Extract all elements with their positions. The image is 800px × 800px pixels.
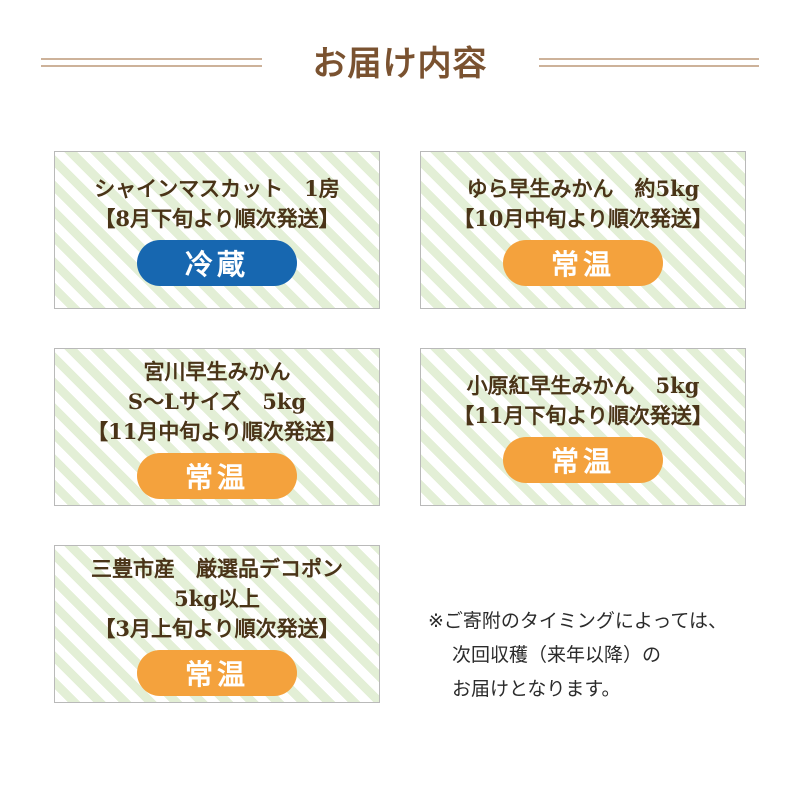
product-card-shine-muscat: シャインマスカット 1房 【8月下旬より順次発送】 冷蔵 xyxy=(54,151,380,309)
product-card-obara-beni-wase-mikan: 小原紅早生みかん 5kg 【11月下旬より順次発送】 常温 xyxy=(420,348,746,506)
shipping-schedule: 【11月下旬より順次発送】 xyxy=(453,403,713,428)
shipping-schedule: 【11月中旬より順次発送】 xyxy=(87,419,347,444)
title-divider-left xyxy=(41,58,262,67)
product-name: 三豊市産 厳選品デコポン xyxy=(91,556,343,581)
product-card-miyagawa-wase-mikan: 宮川早生みかん S～Lサイズ 5kg 【11月中旬より順次発送】 常温 xyxy=(54,348,380,506)
product-name: シャインマスカット 1房 xyxy=(94,176,340,201)
product-size: S～Lサイズ 5kg xyxy=(127,389,307,414)
storage-badge-refrigerated: 冷蔵 xyxy=(137,240,297,286)
storage-badge-room-temp: 常温 xyxy=(137,650,297,696)
shipping-schedule: 【3月上旬より順次発送】 xyxy=(94,616,340,641)
shipping-schedule: 【10月中旬より順次発送】 xyxy=(453,206,713,231)
product-name: ゆら早生みかん 約5kg xyxy=(466,176,700,201)
note-line: ※ご寄附のタイミングによっては、 xyxy=(428,610,728,632)
storage-badge-room-temp: 常温 xyxy=(503,437,663,483)
product-weight: 5kg以上 xyxy=(174,586,260,611)
storage-badge-room-temp: 常温 xyxy=(503,240,663,286)
shipping-schedule: 【8月下旬より順次発送】 xyxy=(94,206,340,231)
product-card-yura-wase-mikan: ゆら早生みかん 約5kg 【10月中旬より順次発送】 常温 xyxy=(420,151,746,309)
product-name: 宮川早生みかん xyxy=(143,359,291,384)
product-card-dekopon: 三豊市産 厳選品デコポン 5kg以上 【3月上旬より順次発送】 常温 xyxy=(54,545,380,703)
note-line: 次回収穫（来年以降）の xyxy=(452,644,662,666)
page-title: お届け内容 xyxy=(312,44,488,84)
delivery-note: ※ご寄附のタイミングによっては、 次回収穫（来年以降）の お届けとなります。 xyxy=(428,604,727,706)
storage-badge-room-temp: 常温 xyxy=(137,453,297,499)
note-line: お届けとなります。 xyxy=(452,678,621,700)
product-name: 小原紅早生みかん 5kg xyxy=(466,373,700,398)
title-divider-right xyxy=(539,58,759,67)
